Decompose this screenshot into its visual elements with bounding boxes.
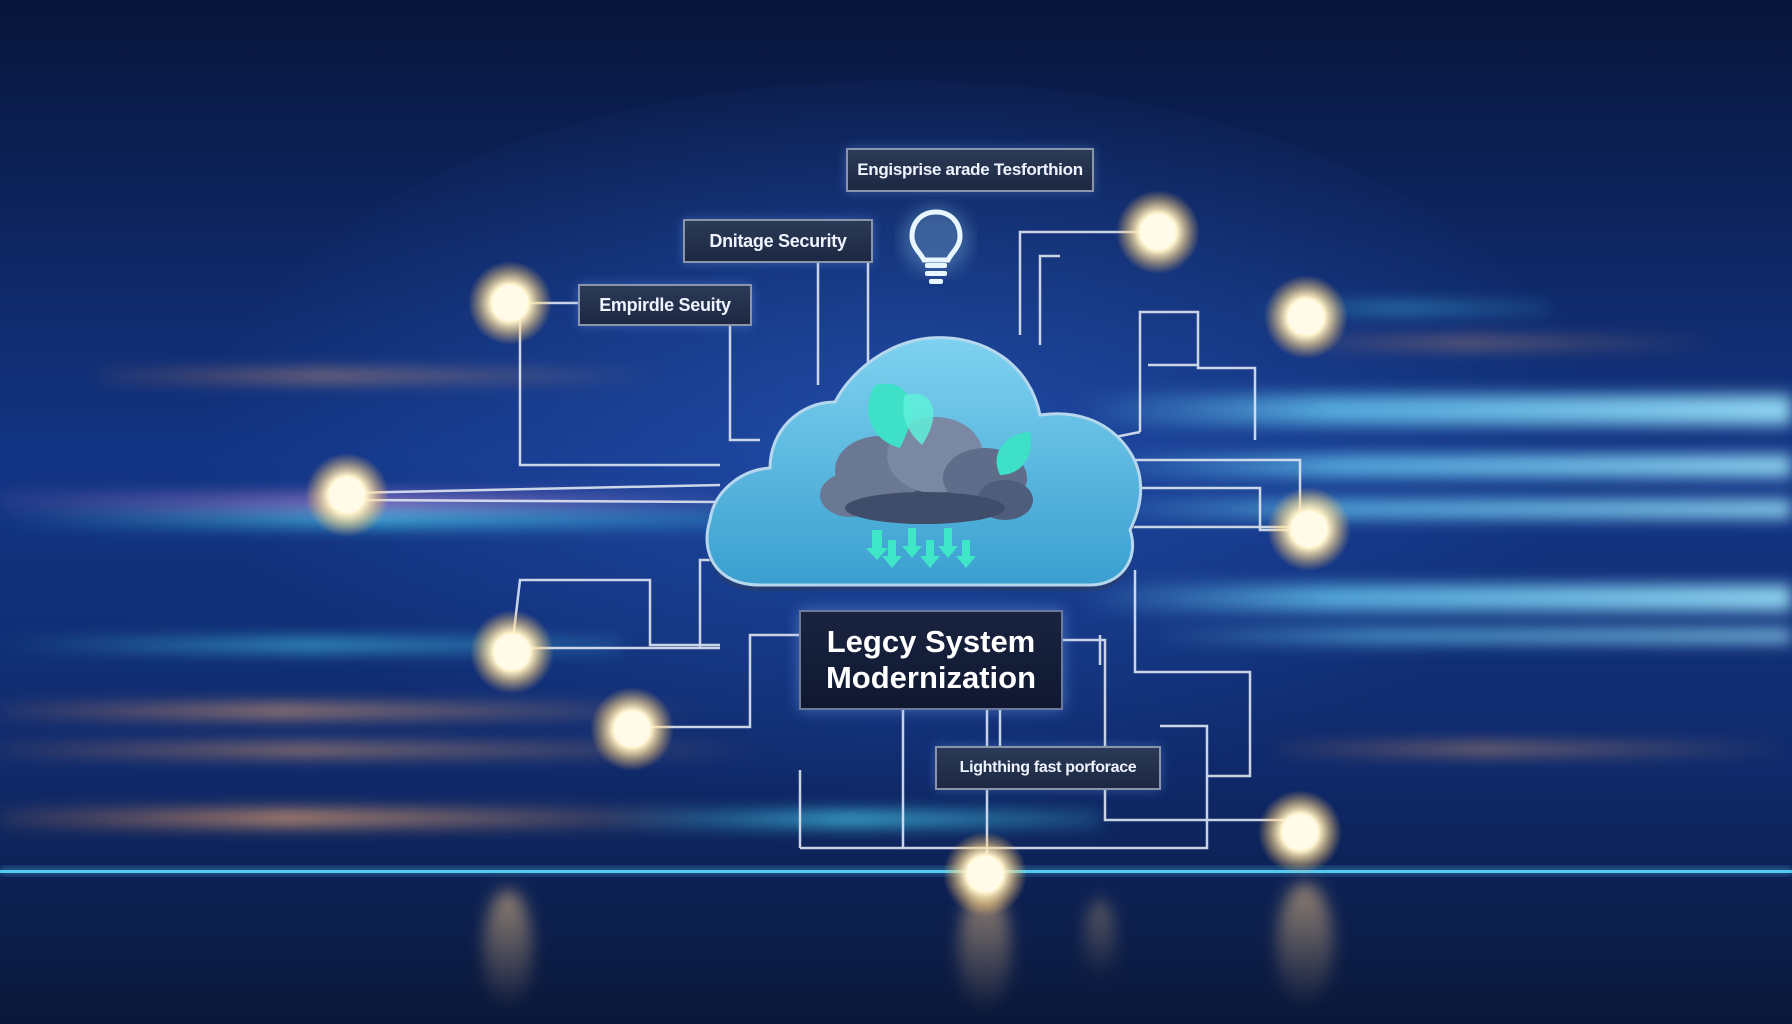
label-empire-security: Empirdle Seuity: [578, 284, 752, 326]
label-enterprise-transformation: Engisprise arade Tesforthion: [846, 148, 1094, 192]
glow-nodes: [305, 190, 1351, 916]
floor-reflections: [484, 883, 1333, 1012]
storm-cloud-icon: [820, 417, 1033, 524]
leaf-icon: [868, 383, 1032, 475]
label-digital-security: Dnitage Security: [683, 219, 873, 263]
lightbulb-icon: [902, 206, 970, 284]
light-streaks: [0, 305, 1792, 826]
label-performance: Lighthing fast porforace: [935, 746, 1161, 790]
down-arrow-icon: [866, 528, 976, 568]
title-box: Legcy System Modernization: [799, 610, 1063, 710]
title-line-2: Modernization: [825, 660, 1037, 695]
title-line-1: Legcy System: [826, 624, 1036, 659]
